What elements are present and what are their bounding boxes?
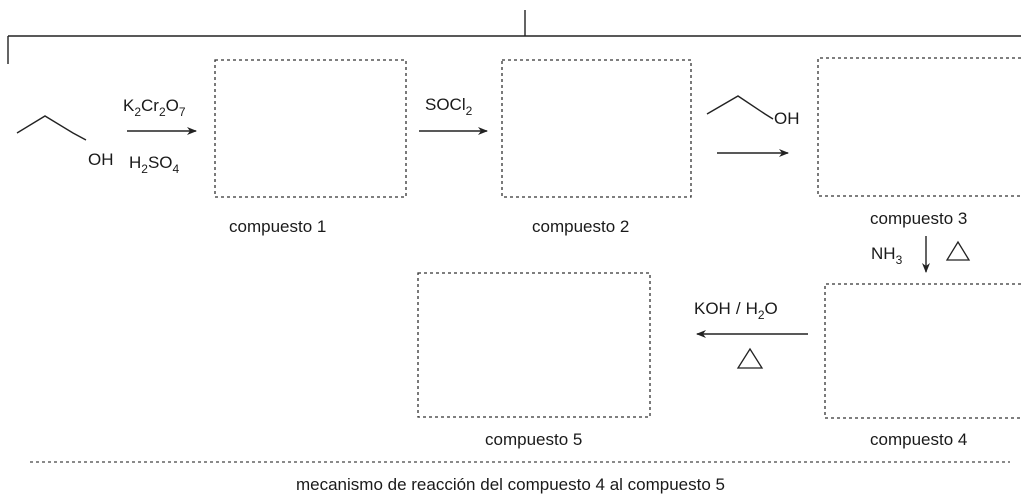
compound4-box[interactable] — [824, 283, 1021, 419]
step4-reagent: NH3 — [871, 244, 903, 267]
compound2-label: compuesto 2 — [532, 217, 629, 236]
compound2-box[interactable] — [501, 59, 692, 198]
compound1-box[interactable] — [214, 59, 407, 198]
step3-oh-label: OH — [774, 109, 800, 128]
start-oh-label: OH — [88, 150, 114, 169]
compound3-box[interactable] — [817, 57, 1021, 197]
step1-reagent-top: K2Cr2O7 — [123, 96, 186, 119]
compound4-label: compuesto 4 — [870, 430, 967, 449]
step2-reagent: SOCl2 — [425, 95, 473, 118]
heat-triangle-icon-step5 — [736, 347, 764, 369]
ethanol-start-structure: OH — [16, 115, 114, 169]
compound5-label: compuesto 5 — [485, 430, 582, 449]
top-bracket — [7, 10, 1021, 64]
compound3-label: compuesto 3 — [870, 209, 967, 228]
footer-caption: mecanismo de reacción del compuesto 4 al… — [296, 475, 725, 494]
step3-ethanol-structure: OH — [706, 95, 800, 128]
step1-reagent-bottom: H2SO4 — [129, 153, 180, 176]
heat-triangle-icon-step4 — [945, 240, 971, 261]
compound1-label: compuesto 1 — [229, 217, 326, 236]
compound5-box[interactable] — [417, 272, 651, 418]
step5-reagent: KOH/H2O — [694, 299, 778, 322]
